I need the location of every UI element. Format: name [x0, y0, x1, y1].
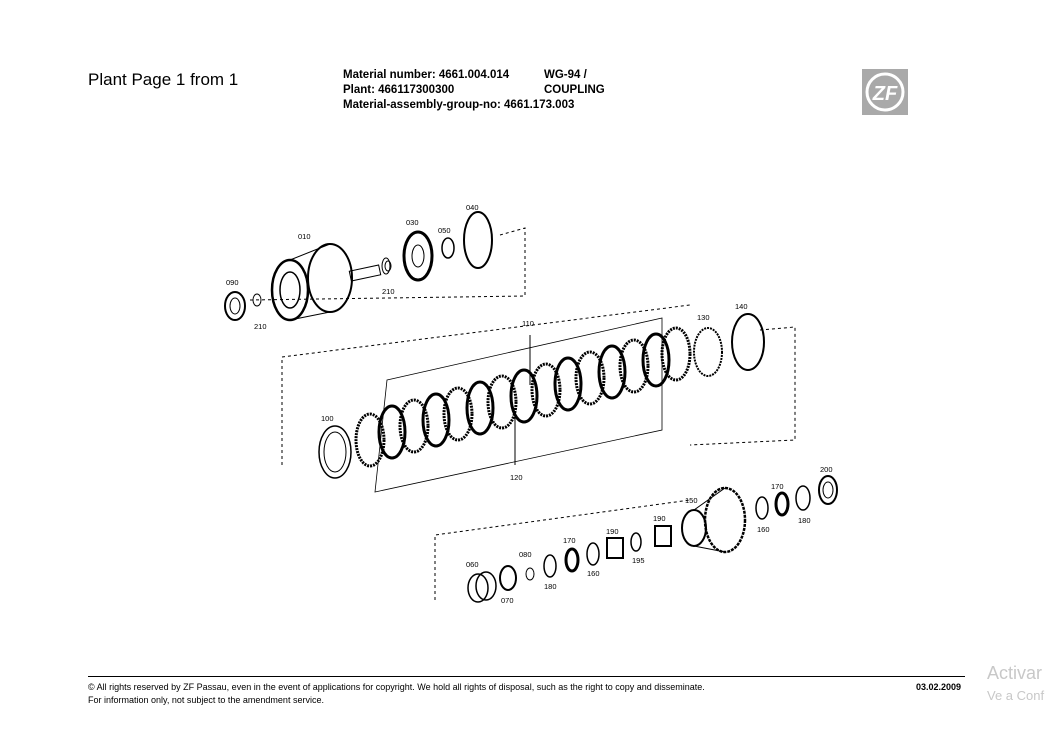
label-160-left: 160	[587, 569, 600, 578]
part-180-washer-left	[543, 554, 557, 578]
label-010: 010	[298, 232, 311, 241]
part-210-ring-upper	[384, 260, 392, 272]
part-160-washer-left	[586, 542, 600, 566]
part-040-oring	[463, 211, 493, 269]
logo-text: ZF	[872, 83, 898, 105]
part-description: COUPLING	[544, 84, 605, 96]
label-150: 150	[685, 496, 698, 505]
label-210-upper: 210	[382, 287, 395, 296]
label-030: 030	[406, 218, 419, 227]
assembly-group-number: Material-assembly-group-no: 4661.173.003	[343, 99, 575, 111]
part-195-ring	[630, 532, 642, 552]
label-140: 140	[735, 302, 748, 311]
part-070-ring	[499, 565, 517, 591]
label-130: 130	[697, 313, 710, 322]
activation-watermark: Activar	[987, 663, 1043, 683]
label-060: 060	[466, 560, 479, 569]
label-090: 090	[226, 278, 239, 287]
label-040: 040	[466, 203, 479, 212]
label-070: 070	[501, 596, 514, 605]
frame-middle-left	[281, 304, 691, 465]
label-120: 120	[510, 473, 523, 482]
label-190-left: 190	[606, 527, 619, 536]
part-150-gear	[681, 486, 747, 554]
page-title: Plant Page 1 from 1	[88, 70, 239, 89]
label-180-left: 180	[544, 582, 557, 591]
label-170-right: 170	[771, 482, 784, 491]
part-010-carrier	[270, 243, 391, 322]
label-190-right: 190	[653, 514, 666, 523]
part-190-needle-bearing-right	[654, 525, 672, 547]
label-100: 100	[321, 414, 334, 423]
part-210-ring-left	[252, 293, 262, 307]
footer-date: 03.02.2009	[916, 682, 962, 692]
activation-watermark-sub: Ve a Conf	[987, 688, 1045, 703]
part-200-bearing	[818, 475, 838, 505]
part-140-ring	[731, 313, 765, 371]
footer-copyright: © All rights reserved by ZF Passau, even…	[88, 682, 705, 692]
part-060-spring	[467, 571, 497, 603]
material-number: Material number: 4661.004.014	[343, 69, 510, 81]
footer-note: For information only, not subject to the…	[88, 695, 324, 705]
frame-upper	[249, 227, 526, 301]
part-030-piston	[402, 230, 434, 282]
zf-logo: ZF	[862, 69, 908, 115]
label-160-right: 160	[757, 525, 770, 534]
label-050: 050	[438, 226, 451, 235]
plate-stack	[354, 317, 692, 493]
frame-lower	[434, 499, 691, 600]
label-210-left: 210	[254, 322, 267, 331]
part-100-disc	[318, 425, 352, 479]
part-190-needle-bearing-left	[606, 537, 624, 559]
label-110: 110	[522, 319, 534, 328]
part-160-washer-right	[755, 496, 769, 520]
label-180-right: 180	[798, 516, 811, 525]
footer-divider	[88, 676, 965, 677]
part-170-ring-right	[774, 491, 790, 517]
part-130-plate	[693, 327, 723, 377]
label-200: 200	[820, 465, 833, 474]
part-080-ring	[525, 567, 535, 581]
plant-number: Plant: 466117300300	[343, 84, 455, 96]
part-180-washer-right	[795, 485, 811, 511]
part-050-ring	[441, 237, 455, 259]
part-090-bearing	[224, 291, 246, 321]
part-170-ring-left	[564, 547, 580, 573]
label-170-left: 170	[563, 536, 576, 545]
label-080: 080	[519, 550, 532, 559]
label-195: 195	[632, 556, 645, 565]
model-code: WG-94 /	[544, 69, 587, 81]
frame-middle-right	[689, 326, 796, 446]
